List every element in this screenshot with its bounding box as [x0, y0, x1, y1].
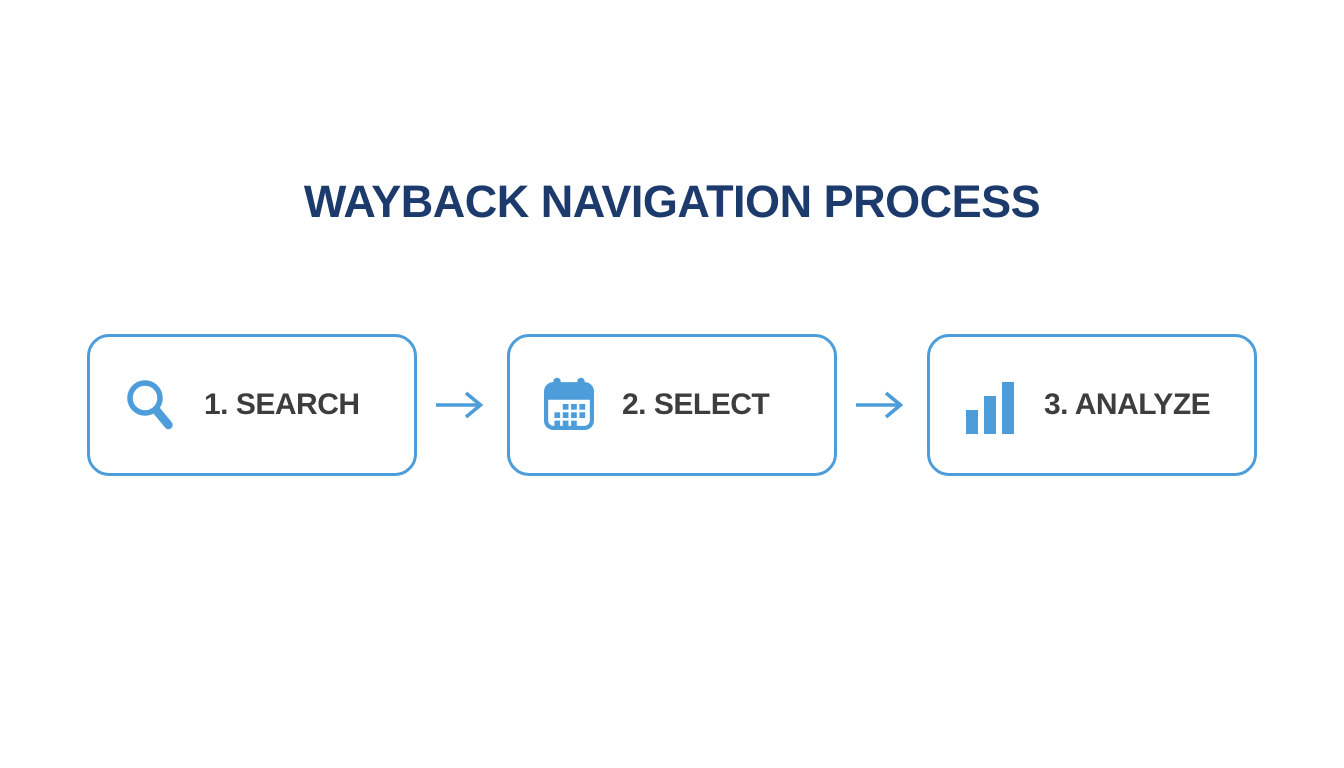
- right-arrow-icon: [433, 389, 491, 421]
- step-box-search: 1. SEARCH: [87, 334, 417, 476]
- step-label: 1. SEARCH: [204, 388, 360, 421]
- step-label: 2. SELECT: [622, 388, 770, 421]
- step-box-analyze: 3. ANALYZE: [927, 334, 1257, 476]
- wayback-process-diagram: WAYBACK NAVIGATION PROCESS 1. SEARCH: [0, 176, 1344, 768]
- process-flow: 1. SEARCH: [0, 334, 1344, 476]
- right-arrow-icon: [853, 389, 911, 421]
- calendar-icon: [544, 377, 594, 433]
- diagram-title: WAYBACK NAVIGATION PROCESS: [303, 176, 1041, 227]
- search-icon: [124, 376, 176, 434]
- step-box-select: 2. SELECT: [507, 334, 837, 476]
- bar-chart-icon: [964, 376, 1016, 434]
- step-label: 3. ANALYZE: [1044, 388, 1211, 421]
